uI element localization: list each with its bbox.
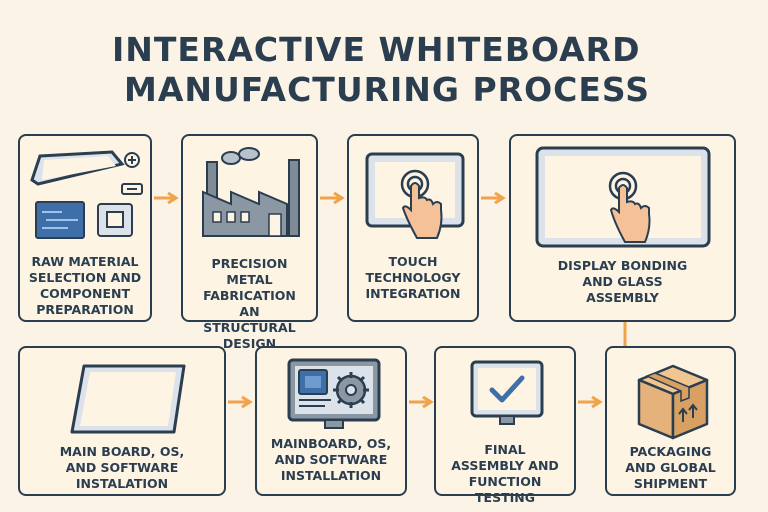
step-4-label: DISPLAY BONDING AND GLASS ASSEMBLY xyxy=(557,258,688,305)
step-6-label: MAINBOARD, OS, AND SOFTWARE INSTALLATION xyxy=(270,436,392,483)
arrow-6-7 xyxy=(409,395,434,409)
step-8-label: PACKAGING AND GLOBAL SHIPMENT xyxy=(625,444,716,491)
title-line-1: INTERACTIVE WHITEBOARD xyxy=(112,30,641,69)
computer-settings-icon xyxy=(287,358,381,429)
panel-icon xyxy=(70,364,186,434)
step-3-label: TOUCH TECHNOLOGY INTEGRATION xyxy=(365,254,461,301)
arrow-3-4 xyxy=(481,191,506,205)
step-mainboard-installation: MAINBOARD, OS, AND SOFTWARE INSTALLATION xyxy=(255,346,407,496)
page-title: INTERACTIVE WHITEBOARD MANUFACTURING PRO… xyxy=(112,30,672,110)
checkmark-monitor-icon xyxy=(470,360,544,425)
step-5-label: MAIN BOARD, OS, AND SOFTWARE INSTALATION xyxy=(59,444,185,491)
arrow-1-2 xyxy=(154,191,179,205)
step-2-label: PRECISION METAL FABRICATION AN STRUCTURA… xyxy=(203,256,296,351)
touchscreen-icon xyxy=(365,152,465,239)
step-7-label: FINAL ASSEMBLY AND FUNCTION TESTING xyxy=(451,442,559,505)
title-line-2: MANUFACTURING PROCESS xyxy=(124,70,650,109)
arrow-2-3 xyxy=(320,191,345,205)
components-icon xyxy=(30,150,143,239)
step-touch-technology: TOUCH TECHNOLOGY INTEGRATION xyxy=(347,134,479,322)
step-display-bonding: DISPLAY BONDING AND GLASS ASSEMBLY xyxy=(509,134,736,322)
display-touch-icon xyxy=(535,146,711,248)
package-box-icon xyxy=(637,364,709,440)
factory-icon xyxy=(202,147,300,237)
step-raw-material: RAW MATERIAL SELECTION AND COMPONENT PRE… xyxy=(18,134,152,322)
step-final-assembly: FINAL ASSEMBLY AND FUNCTION TESTING xyxy=(434,346,576,505)
step-packaging: PACKAGING AND GLOBAL SHIPMENT xyxy=(605,346,736,496)
step-1-label: RAW MATERIAL SELECTION AND COMPONENT PRE… xyxy=(28,254,142,317)
arrow-5-6 xyxy=(228,395,253,409)
connector-4-8 xyxy=(623,322,627,346)
arrow-7-8 xyxy=(578,395,603,409)
step-main-board: MAIN BOARD, OS, AND SOFTWARE INSTALATION xyxy=(18,346,226,496)
step-metal-fabrication: PRECISION METAL FABRICATION AN STRUCTURA… xyxy=(181,134,318,351)
